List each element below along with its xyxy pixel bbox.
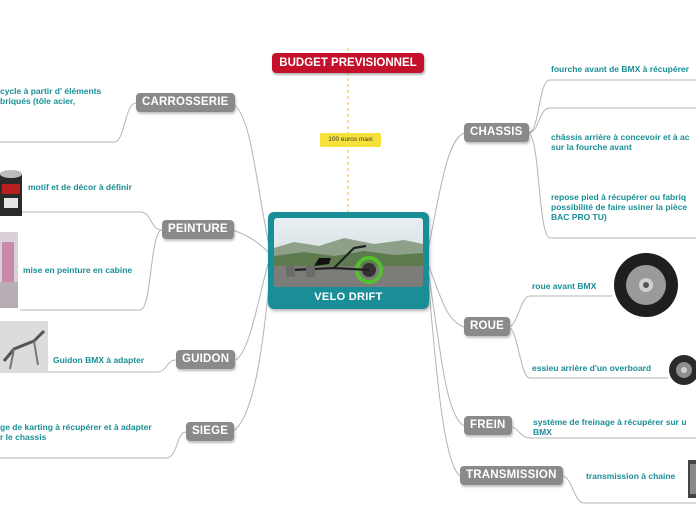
chain-image <box>688 460 696 498</box>
paint-booth-image <box>0 232 18 308</box>
leaf-siege-1[interactable]: ge de karting à récupérer et à adapter r… <box>0 422 152 442</box>
central-title: VELO DRIFT <box>314 291 383 303</box>
budget-note: 100 euros maxi <box>320 133 381 147</box>
handlebar-image <box>0 321 48 373</box>
paint-can-image <box>0 168 22 220</box>
node-chassis[interactable]: CHASSIS <box>464 123 529 142</box>
leaf-chassis-1[interactable]: fourche avant de BMX à récupérer <box>551 64 689 74</box>
drift-trike-photo <box>274 218 423 287</box>
node-roue[interactable]: ROUE <box>464 317 511 336</box>
bmx-wheel-image <box>612 250 680 320</box>
leaf-peinture-2[interactable]: mise en peinture en cabine <box>23 265 133 275</box>
leaf-chassis-3[interactable]: repose pied à récupérer ou fabriq possib… <box>551 192 688 222</box>
central-topic[interactable]: VELO DRIFT <box>268 212 429 309</box>
leaf-frein-1[interactable]: système de freinage à récupérer sur u BM… <box>533 417 687 437</box>
leaf-carrosserie-1[interactable]: cycle à partir d' éléments briqués (tôle… <box>0 86 102 106</box>
leaf-transmission-1[interactable]: transmission à chaine <box>586 471 676 481</box>
node-guidon[interactable]: GUIDON <box>176 350 236 369</box>
node-carrosserie[interactable]: CARROSSERIE <box>136 93 235 112</box>
leaf-chassis-2[interactable]: châssis arrière à concevoir et à ac sur … <box>551 132 690 152</box>
node-siege[interactable]: SIEGE <box>186 422 235 441</box>
leaf-peinture-1[interactable]: motif et de décor à définir <box>28 182 132 192</box>
node-peinture[interactable]: PEINTURE <box>162 220 234 239</box>
leaf-guidon-1[interactable]: Guidon BMX à adapter <box>53 355 145 365</box>
leaf-roue-2[interactable]: essieu arrière d'un overboard <box>532 363 652 373</box>
node-frein[interactable]: FREIN <box>464 416 512 435</box>
budget-node[interactable]: BUDGET PREVISIONNEL <box>272 53 424 73</box>
node-transmission[interactable]: TRANSMISSION <box>460 466 563 485</box>
leaf-roue-1[interactable]: roue avant BMX <box>532 281 597 291</box>
overboard-image <box>668 353 696 387</box>
